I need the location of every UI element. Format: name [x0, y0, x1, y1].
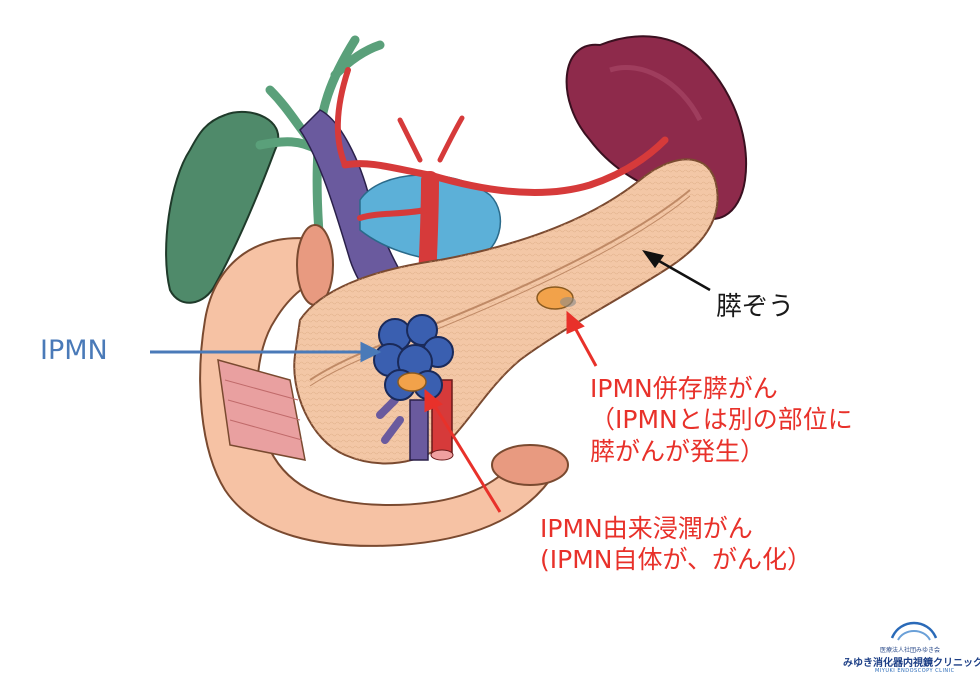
- logo-clinic-name: みゆき消化器内視鏡クリニック: [843, 658, 980, 669]
- arrow-pancreas: [642, 250, 711, 292]
- label-derived-line-1: IPMN由来浸潤がん: [540, 514, 753, 543]
- gallbladder: [165, 110, 280, 304]
- logo-small-text: 医療法人社団みゆき会: [880, 647, 941, 654]
- label-derived-line-2: (IPMN自体が、がん化）: [540, 545, 812, 575]
- tumor-derived: [397, 372, 427, 392]
- label-concomitant-line-1: IPMN併存膵がん: [590, 374, 778, 403]
- tumor-concomitant: [536, 286, 576, 310]
- arrow-ipmn: [150, 341, 382, 363]
- label-concomitant-cancer: IPMN併存膵がん （IPMNとは別の部位に 膵がんが発生）: [590, 373, 853, 467]
- label-ipmn: IPMN: [40, 335, 108, 366]
- duodenum: [199, 224, 569, 547]
- arc-logo-icon: [890, 621, 938, 641]
- logo-english-name: MIYUKI ENDOSCOPY CLINIC: [875, 668, 955, 674]
- label-concomitant-line-3: 膵がんが発生）: [590, 436, 766, 466]
- arrow-concomitant: [566, 310, 598, 367]
- label-concomitant-line-2: （IPMNとは別の部位に: [590, 405, 853, 435]
- label-pancreas: 膵ぞう: [716, 292, 795, 322]
- arrow-derived: [424, 388, 502, 513]
- label-derived-cancer: IPMN由来浸潤がん (IPMN自体が、がん化）: [540, 513, 812, 576]
